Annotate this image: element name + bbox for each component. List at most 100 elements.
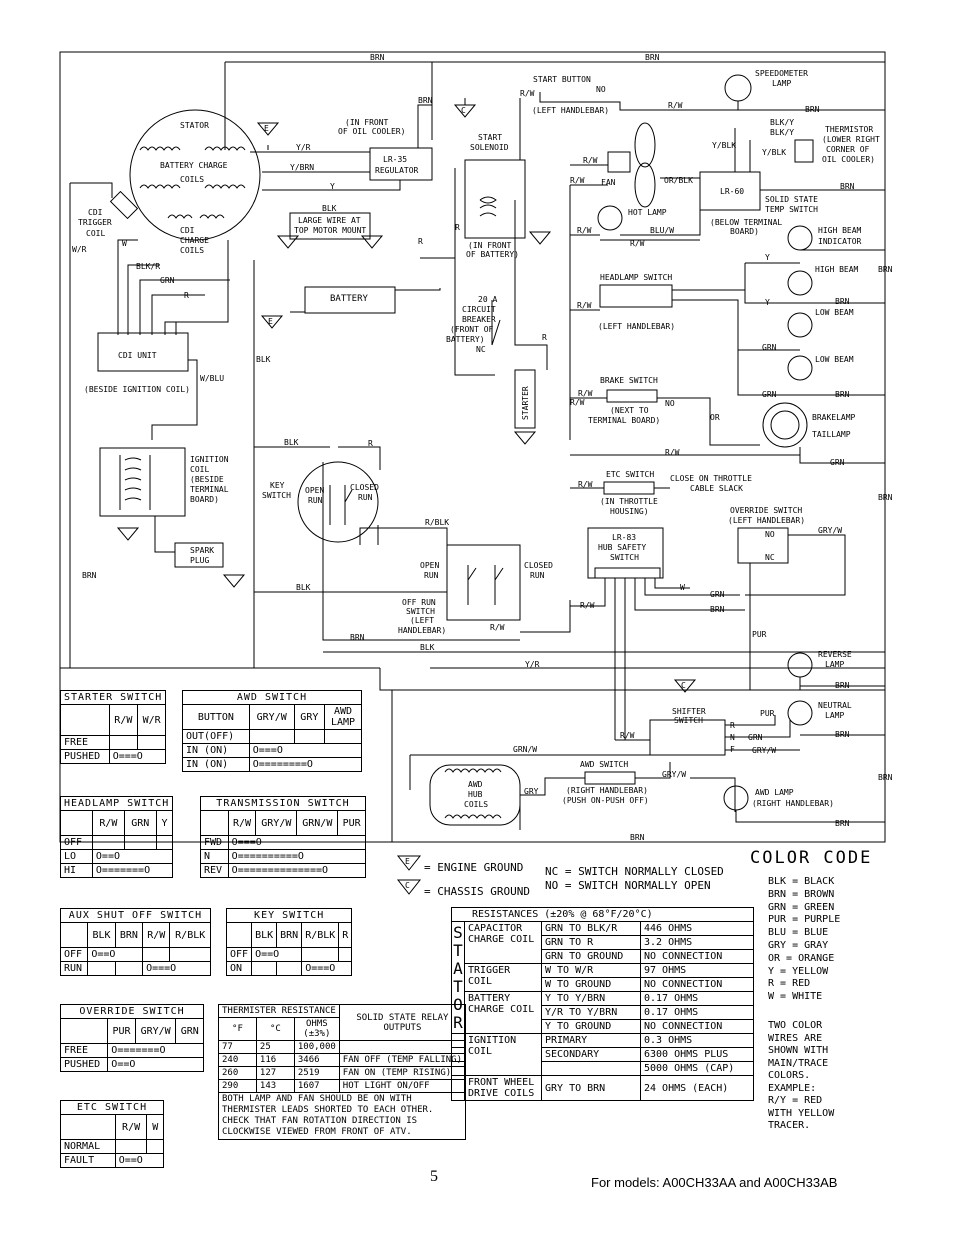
off-run-switch: OPEN RUN CLOSED RUN OFF RUN SWITCH (LEFT… [398,544,553,635]
table-header: BLK [251,922,278,948]
svg-text:BRN: BRN [350,633,365,642]
hot-lamp: HOT LAMP [597,205,667,231]
engine-ground-legend: = ENGINE GROUND [424,861,524,874]
table-cell: 25 [255,1040,295,1054]
svg-text:BRN: BRN [835,819,850,828]
svg-text:(LEFT HANDLEBAR): (LEFT HANDLEBAR) [728,516,805,525]
svg-text:RUN: RUN [530,571,545,580]
high-beam-indicator: HIGH BEAM INDICATOR [787,225,862,251]
table-cell: 127 [255,1066,295,1080]
table-cell: O===O [108,749,167,764]
svg-text:20 A: 20 A [478,295,497,304]
table-cell: RUN [59,961,89,976]
table-cell: Y/R TO Y/BRN [541,1005,641,1020]
table-cell: O=======O [107,1043,204,1058]
table-header [200,810,229,836]
brake-switch: BRAKE SWITCH (NEXT TO TERMINAL BOARD) NO [588,376,675,425]
wire-wr [69,182,113,668]
svg-text:GRN/W: GRN/W [513,745,537,754]
cdi-trigger-coil: CDI TRIGGER COIL [78,190,139,238]
table-cell: O========O [248,757,363,772]
svg-text:OF OIL COOLER): OF OIL COOLER) [338,127,405,136]
table-cell: FREE [60,735,110,750]
svg-text:HANDLEBAR): HANDLEBAR) [398,626,446,635]
svg-text:GRN: GRN [762,390,777,399]
table-header: W [146,1114,164,1140]
table-title: TRANSMISSION SWITCH [200,796,366,811]
table-cell: ON [225,961,253,976]
table-title: HEADLAMP SWITCH [59,796,174,811]
svg-text:(IN FRONT: (IN FRONT [345,118,389,127]
svg-text:STATOR: STATOR [180,121,209,130]
table-header: PUR [107,1018,136,1044]
svg-text:R/W: R/W [577,226,592,235]
table-cell: 97 OHMS [640,963,754,978]
svg-text:Y/R: Y/R [296,143,311,152]
svg-text:TEMP SWITCH: TEMP SWITCH [765,205,818,214]
table-cell: 0.3 OHMS [640,1033,754,1048]
svg-text:R: R [418,237,423,246]
table-cell: 3466 [293,1053,340,1067]
svg-text:(IN FRONT: (IN FRONT [468,241,512,250]
svg-text:BRN: BRN [835,297,850,306]
table-header: AWD LAMP [324,704,362,730]
note-line: MAIN/TRACE [768,1057,829,1069]
table-header: BRN [276,922,303,948]
svg-text:R/W: R/W [665,448,680,457]
svg-text:HUB SAFETY: HUB SAFETY [598,543,646,552]
table-cell: N [200,849,229,864]
table-header [59,1018,109,1044]
awd-lamp: AWD LAMP (RIGHT HANDLEBAR) [723,785,834,811]
table-header: GRY [293,704,326,730]
svg-text:LAMP: LAMP [825,711,844,720]
table-cell: FAN OFF (TEMP FALLING) [338,1053,467,1067]
svg-text:R/W: R/W [570,176,585,185]
table-cell: FWD [200,835,229,850]
svg-text:AWD SWITCH: AWD SWITCH [580,760,628,769]
table-cell: 1607 [293,1079,340,1093]
table-header: OHMS (±3%) [293,1017,340,1041]
svg-text:BLU/W: BLU/W [650,226,674,235]
svg-text:R/W: R/W [578,480,593,489]
table-group: TRIGGER COIL [464,963,542,992]
svg-text:W: W [680,583,685,592]
table-cell: GRY TO BRN [541,1075,641,1101]
headlamp-switch: HEADLAMP SWITCH (LEFT HANDLEBAR) [598,273,675,331]
svg-text:R/W: R/W [580,601,595,610]
svg-text:(LEFT: (LEFT [410,616,434,625]
table-cell: 2519 [293,1066,340,1080]
table-cell: O==O [114,1153,165,1168]
svg-text:Y: Y [765,298,770,307]
svg-text:PUR: PUR [752,630,767,639]
nc-legend: NC = SWITCH NORMALLY CLOSED [545,865,724,878]
color-code-title: COLOR CODE [750,848,873,868]
svg-text:Y/BLK: Y/BLK [762,148,786,157]
svg-text:C: C [681,681,686,690]
svg-text:CIRCUIT: CIRCUIT [462,305,496,314]
note-line: TRACER. [768,1120,811,1131]
svg-text:BRN: BRN [82,571,97,580]
table-header: R/BLK [301,922,340,948]
stator-vertical-label: S T A T O R [451,921,465,1034]
svg-text:COIL: COIL [86,229,105,238]
wire-bottom [60,667,885,691]
footer-models: For models: A00CH33AA and A00CH33AB [591,1175,838,1190]
svg-text:GRY/W: GRY/W [662,770,686,779]
chassis-ground-legend: = CHASSIS GROUND [424,885,530,898]
table-cell: NO CONNECTION [640,949,754,964]
svg-text:NEUTRAL: NEUTRAL [818,701,852,710]
svg-text:SPEEDOMETER: SPEEDOMETER [755,69,808,78]
table-header [60,704,110,736]
svg-text:BRN: BRN [840,182,855,191]
table-group: IGNITION COIL [464,1033,542,1076]
svg-text:BRAKELAMP: BRAKELAMP [812,413,856,422]
svg-text:BLK: BLK [256,355,271,364]
svg-text:E: E [264,124,269,133]
svg-text:BATTERY CHARGE: BATTERY CHARGE [160,161,228,170]
svg-text:LOW BEAM: LOW BEAM [815,355,854,364]
svg-text:COILS: COILS [180,246,204,255]
